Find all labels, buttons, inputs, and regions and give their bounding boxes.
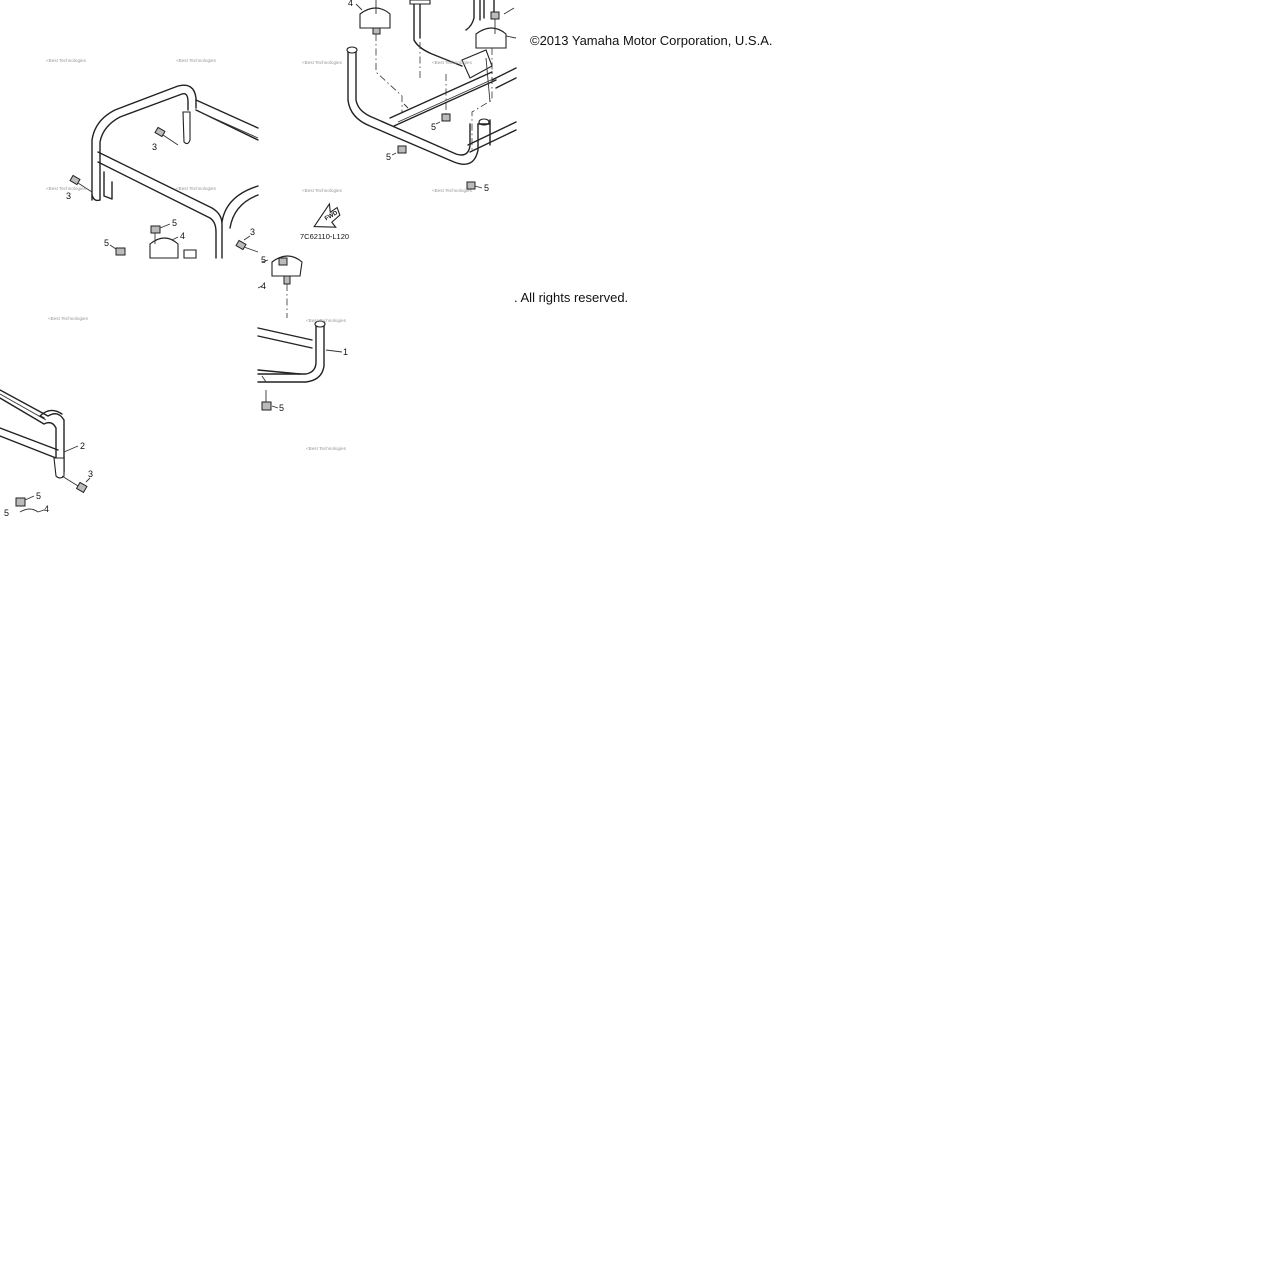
callout-3: 3 [66, 191, 71, 201]
tile-bottom-right: 5 4 1 5 <Best Technologies <Best Technol… [257, 255, 348, 451]
nut-icon [15, 497, 26, 507]
callout-5: 5 [431, 122, 436, 132]
bolt-icon [154, 126, 179, 146]
mount-icon [359, 0, 391, 35]
rights-reserved-text: . All rights reserved. [514, 290, 629, 305]
callout-4: 4 [261, 281, 266, 291]
callout-5: 5 [104, 238, 109, 248]
callout-5: 5 [484, 183, 489, 193]
callout-2: 2 [80, 441, 85, 451]
tile-top-right: 4 5 5 5 FWD 7C62110-L120 [300, 0, 517, 241]
tile-top-left: 3 3 3 5 4 5 <Best Technol [46, 58, 259, 259]
bolt-icon [235, 239, 259, 253]
callout-3: 3 [250, 227, 255, 237]
mount-icon [149, 225, 179, 259]
mount-icon [409, 0, 431, 5]
watermark: <Best Technologies [176, 186, 217, 191]
nut-icon [261, 401, 272, 411]
callout-4: 4 [348, 0, 353, 8]
tile-bottom-left: 2 3 5 4 5 <Best Technologies [0, 316, 93, 518]
nut-icon [397, 145, 407, 154]
nut-icon [115, 247, 126, 256]
callout-3: 3 [88, 469, 93, 479]
copyright-text: ©2013 Yamaha Motor Corporation, U.S.A. [530, 33, 773, 48]
watermark: <Best Technologies [302, 60, 343, 65]
callout-1: 1 [343, 347, 348, 357]
callout-5: 5 [4, 508, 9, 518]
mount-icon [271, 255, 303, 285]
watermark: <Best Technologies [306, 446, 347, 451]
diagram-code: 7C62110-L120 [300, 232, 349, 241]
callout-4: 4 [180, 231, 185, 241]
watermark: <Best Technologies [46, 186, 87, 191]
fwd-arrow-icon: FWD [313, 202, 341, 228]
nut-icon [441, 113, 451, 122]
watermark: <Best Technologies [48, 316, 89, 321]
mount-icon [475, 11, 507, 49]
watermark: <Best Technologies [432, 188, 473, 193]
watermark: <Best Technologies [176, 58, 217, 63]
watermark: <Best Technologies [432, 60, 473, 65]
callout-5: 5 [386, 152, 391, 162]
callout-3: 3 [152, 142, 157, 152]
callout-4: 4 [44, 504, 49, 514]
nut-icon [466, 181, 476, 190]
watermark: <Best Technologies [46, 58, 87, 63]
bolt-icon [69, 174, 93, 193]
callout-5: 5 [172, 218, 177, 228]
callout-5: 5 [36, 491, 41, 501]
watermark: <Best Technologies [306, 318, 347, 323]
callout-5: 5 [261, 255, 266, 265]
callout-5: 5 [279, 403, 284, 413]
watermark: <Best Technologies [302, 188, 343, 193]
bolt-icon [61, 475, 88, 494]
